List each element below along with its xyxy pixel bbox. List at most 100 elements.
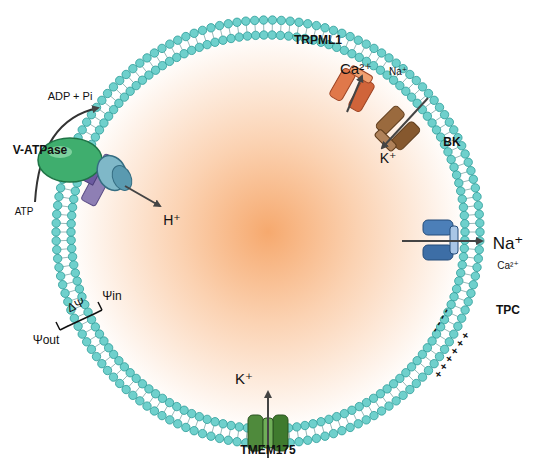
lipid-tail <box>187 40 190 46</box>
lipid-tail <box>157 402 161 408</box>
lipid-tail <box>157 56 161 62</box>
lipid-head <box>224 20 232 28</box>
lipid-tail <box>431 110 437 114</box>
lipid-head <box>424 89 432 97</box>
lipid-tail <box>297 26 298 33</box>
lipid-head <box>317 418 325 426</box>
lipid-head <box>182 32 190 40</box>
lipid-head <box>312 434 320 442</box>
lipid-tail <box>149 61 153 67</box>
lipid-tail <box>129 381 134 386</box>
lipid-head <box>329 429 337 437</box>
lipid-head <box>295 18 303 26</box>
lipid-head <box>435 103 443 111</box>
lipid-head <box>158 411 166 419</box>
lipid-head <box>136 59 144 67</box>
lipid-head <box>187 46 195 54</box>
lipid-tail <box>289 25 291 32</box>
lipid-head <box>469 175 477 183</box>
lipid-tail <box>402 381 407 386</box>
lipid-tail <box>330 423 332 430</box>
lipid-tail <box>179 44 182 50</box>
ion-label: H⁺ <box>163 213 181 227</box>
lipid-tail <box>62 257 69 259</box>
lipid-head <box>71 269 79 277</box>
lipid-head <box>53 246 61 254</box>
lipid-tail <box>426 357 431 361</box>
lumen <box>70 34 466 430</box>
lipid-tail <box>361 48 364 54</box>
lipid-head <box>250 16 258 24</box>
lipid-tail <box>172 410 175 416</box>
lipid-head <box>259 16 267 24</box>
lipid-head <box>195 412 203 420</box>
lipid-head <box>109 83 117 91</box>
lipid-tail <box>297 431 298 438</box>
lipid-head <box>452 285 460 293</box>
lipid-tail <box>460 290 467 292</box>
lipid-head <box>340 46 348 54</box>
lipid-head <box>461 150 469 158</box>
lipid-head <box>456 187 464 195</box>
lipid-head <box>467 167 475 175</box>
lipid-tail <box>402 77 407 82</box>
lipid-head <box>447 300 455 308</box>
lipid-head <box>129 391 137 399</box>
lipid-tail <box>354 414 357 420</box>
lipid-head <box>459 252 467 260</box>
lipid-head <box>190 427 198 435</box>
lipid-head <box>476 228 484 236</box>
reaction-label: ADP + Pi <box>48 91 93 102</box>
lipid-head <box>53 210 61 218</box>
lipid-tail <box>61 214 68 216</box>
lipid-head <box>346 32 354 40</box>
lipid-tail <box>129 77 134 82</box>
lipid-head <box>461 228 469 236</box>
lipid-tail <box>448 321 454 324</box>
lipid-tail <box>467 205 474 207</box>
lipid-head <box>211 38 219 46</box>
lipid-tail <box>466 266 473 267</box>
lipid-tail <box>187 417 190 423</box>
lipid-head <box>71 187 79 195</box>
lipid-tail <box>435 343 441 347</box>
lipid-tail <box>354 44 357 50</box>
lipid-head <box>340 409 348 417</box>
lipid-head <box>377 49 385 57</box>
lipid-tail <box>466 197 473 198</box>
lipid-head <box>68 203 76 211</box>
lipid-tail <box>463 180 470 182</box>
lipid-head <box>276 31 284 39</box>
lipid-tail <box>383 61 387 67</box>
lipid-head <box>251 31 259 39</box>
lipid-tail <box>90 336 96 340</box>
lipid-tail <box>135 72 139 77</box>
lipid-head <box>53 254 61 262</box>
lipid-tail <box>65 189 72 190</box>
lipid-head <box>82 338 90 346</box>
ion-label: Ca²⁺ <box>340 61 372 76</box>
lipid-tail <box>86 329 92 332</box>
lipid-head <box>277 16 285 24</box>
lipid-tail <box>221 29 223 36</box>
lipid-head <box>150 407 158 415</box>
lipid-head <box>473 192 481 200</box>
lipid-tail <box>105 357 110 361</box>
lipid-head <box>362 40 370 48</box>
channel-name: TRPML1 <box>294 34 342 46</box>
lipid-head <box>158 44 166 52</box>
lipid-head <box>268 16 276 24</box>
lipid-tail <box>100 350 106 354</box>
lipid-head <box>198 429 206 437</box>
lipid-tail <box>280 24 281 31</box>
lipid-head <box>321 24 329 32</box>
lipid-head <box>122 70 130 78</box>
ion-label: Na⁺ <box>493 235 524 252</box>
lipid-head <box>460 211 468 219</box>
ion-label: K⁺ <box>380 151 397 165</box>
lipid-head <box>70 195 78 203</box>
lipid-tail <box>195 420 197 427</box>
lipid-head <box>260 31 268 39</box>
lipid-tail <box>164 406 168 412</box>
lipid-head <box>458 195 466 203</box>
